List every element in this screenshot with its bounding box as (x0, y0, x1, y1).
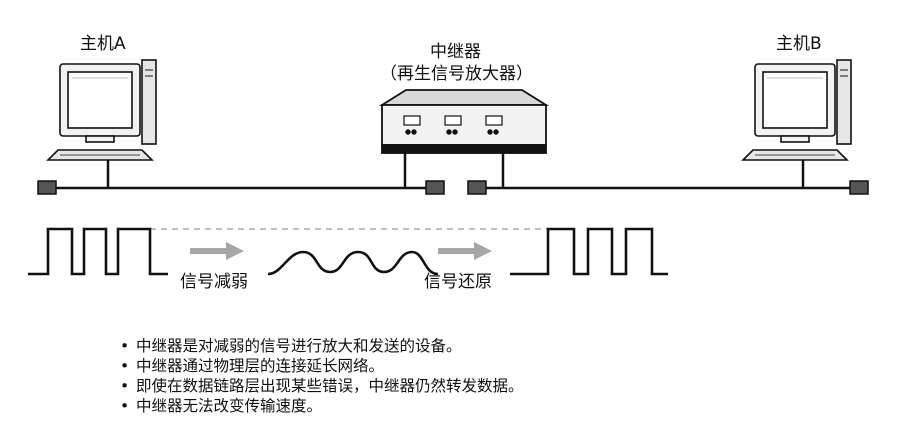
note-item: 中继器无法改变传输速度。 (120, 396, 524, 416)
arrow-right-icon (438, 242, 492, 260)
arrow-right-icon (190, 242, 244, 260)
host-a-computer (46, 59, 157, 161)
note-item: 中继器通过物理层的连接延长网络。 (120, 356, 524, 376)
weakened-wave (267, 250, 439, 276)
repeater-device (378, 89, 550, 154)
note-item: 中继器是对减弱的信号进行放大和发送的设备。 (120, 336, 524, 356)
terminator-left (37, 180, 57, 195)
terminator-mid-left (425, 180, 445, 195)
host-b-computer (741, 59, 852, 161)
host-b-label: 主机B (776, 34, 822, 54)
terminator-mid-right (467, 180, 487, 195)
signal-weaken-label: 信号减弱 (180, 272, 248, 292)
square-wave-original (28, 227, 168, 276)
terminator-right (849, 180, 869, 195)
note-item: 即使在数据链路层出现某些错误，中继器仍然转发数据。 (120, 376, 524, 396)
notes-list: 中继器是对减弱的信号进行放大和发送的设备。 中继器通过物理层的连接延长网络。 即… (120, 336, 524, 416)
square-wave-restored (510, 227, 668, 276)
host-a-label: 主机A (80, 34, 126, 54)
repeater-title: 中继器 (430, 42, 481, 62)
repeater-subtitle: （再生信号放大器） (380, 64, 533, 84)
signal-restore-label: 信号还原 (424, 272, 492, 292)
